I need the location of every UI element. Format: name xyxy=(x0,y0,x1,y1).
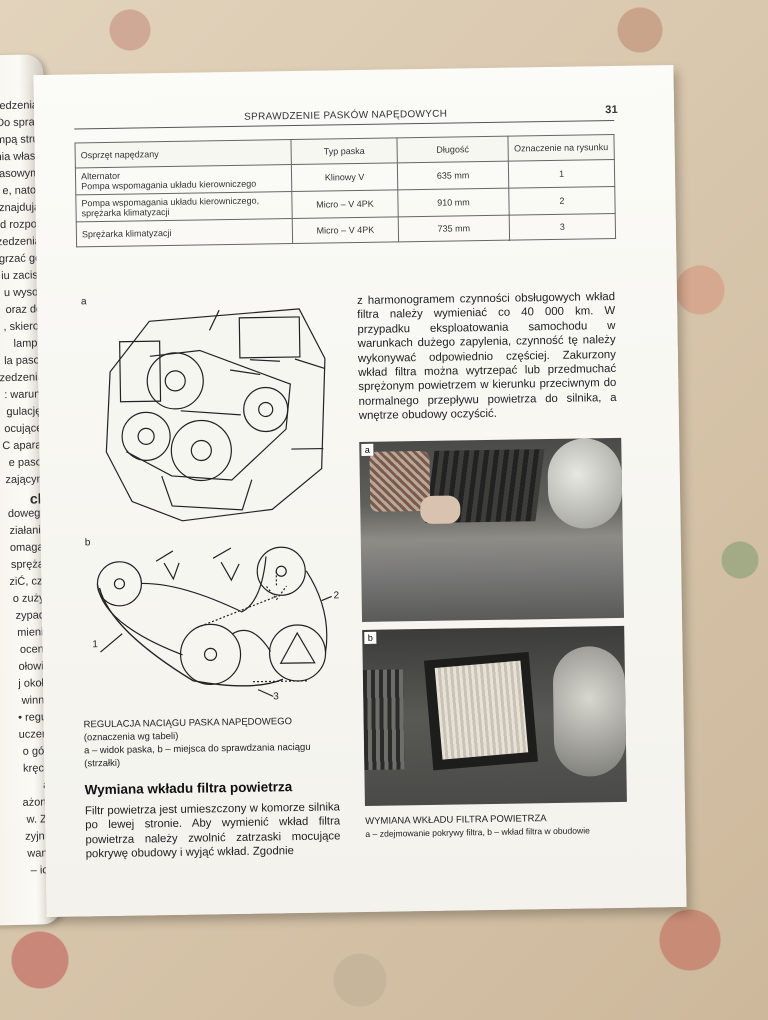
figure-caption-left: REGULACJA NACIĄGU PASKA NAPĘDOWEGO (ozna… xyxy=(84,714,355,770)
table-cell: 1 xyxy=(508,159,615,189)
engine-parts xyxy=(362,669,405,770)
table-cell: Sprężarka klimatyzacji xyxy=(76,218,293,247)
left-page-text-fragment: mpą stru xyxy=(0,133,39,147)
figure-caption-right: WYMIANA WKŁADU FILTRA POWIETRZA a – zdej… xyxy=(365,811,645,841)
left-page-text-fragment: nia włas- xyxy=(0,150,40,164)
engine-drawing xyxy=(105,308,326,522)
left-page-text-fragment: Do spra- xyxy=(0,116,39,130)
photo-a: a xyxy=(359,437,625,622)
table-cell: Micro – V 4PK xyxy=(292,216,399,244)
headlight xyxy=(552,645,627,777)
callout-3: 3 xyxy=(273,691,279,703)
page-header: SPRAWDZENIE PASKÓW NAPĘDOWYCH 31 xyxy=(74,104,618,130)
col-header: Oznaczenie na rysunku xyxy=(507,134,615,162)
table-cell: Alternator Pompa wspomagania układu kier… xyxy=(75,164,292,195)
photo-tag-b: b xyxy=(364,631,377,644)
belt-diagram xyxy=(96,546,332,697)
running-title: SPRAWDZENIE PASKÓW NAPĘDOWYCH xyxy=(244,108,448,123)
photo-tag-a: a xyxy=(361,443,374,456)
table-cell: 735 mm xyxy=(398,215,510,242)
left-page-text-fragment: znajdują xyxy=(0,201,41,215)
filter-element xyxy=(434,660,529,760)
section-heading: Wymiana wkładu filtra powietrza xyxy=(84,779,293,798)
photo-b: b xyxy=(362,625,627,806)
table-cell: Micro – V 4PK xyxy=(291,189,399,219)
left-page-text-fragment: d rozpo- xyxy=(0,218,41,232)
callout-2: 2 xyxy=(333,590,340,602)
left-page-text-fragment: grzać go xyxy=(0,252,42,266)
hand xyxy=(420,495,461,525)
col-header: Długość xyxy=(396,136,509,163)
table-cell: Pompa wspomagania układu kierowniczego, … xyxy=(75,191,293,222)
left-page-text-fragment: rzedzenia xyxy=(0,99,39,113)
table-cell: 3 xyxy=(509,213,616,241)
book-page: SPRAWDZENIE PASKÓW NAPĘDOWYCH 31 Osprzęt… xyxy=(33,65,687,917)
table-cell: 2 xyxy=(508,186,616,216)
table-cell: Klinowy V xyxy=(291,162,398,192)
figure-label-a: a xyxy=(80,296,87,308)
left-page-text-fragment: pasowym xyxy=(0,167,40,181)
left-page-text-fragment: zedzenia xyxy=(0,235,41,249)
headlight xyxy=(547,437,623,530)
section-text: Filtr powietrza jest umieszczony w komor… xyxy=(84,801,341,861)
right-column-text: z harmonogramem czynności obsługowych wk… xyxy=(356,290,617,423)
page-number: 31 xyxy=(605,103,619,117)
col-header: Typ paska xyxy=(290,137,398,165)
callout-1: 1 xyxy=(92,639,99,651)
table-cell: 910 mm xyxy=(397,188,510,217)
col-header: Osprzęt napędzany xyxy=(74,139,292,168)
table-cell: 635 mm xyxy=(397,161,509,190)
belt-table: Osprzęt napędzany Typ paska Długość Ozna… xyxy=(74,134,616,247)
